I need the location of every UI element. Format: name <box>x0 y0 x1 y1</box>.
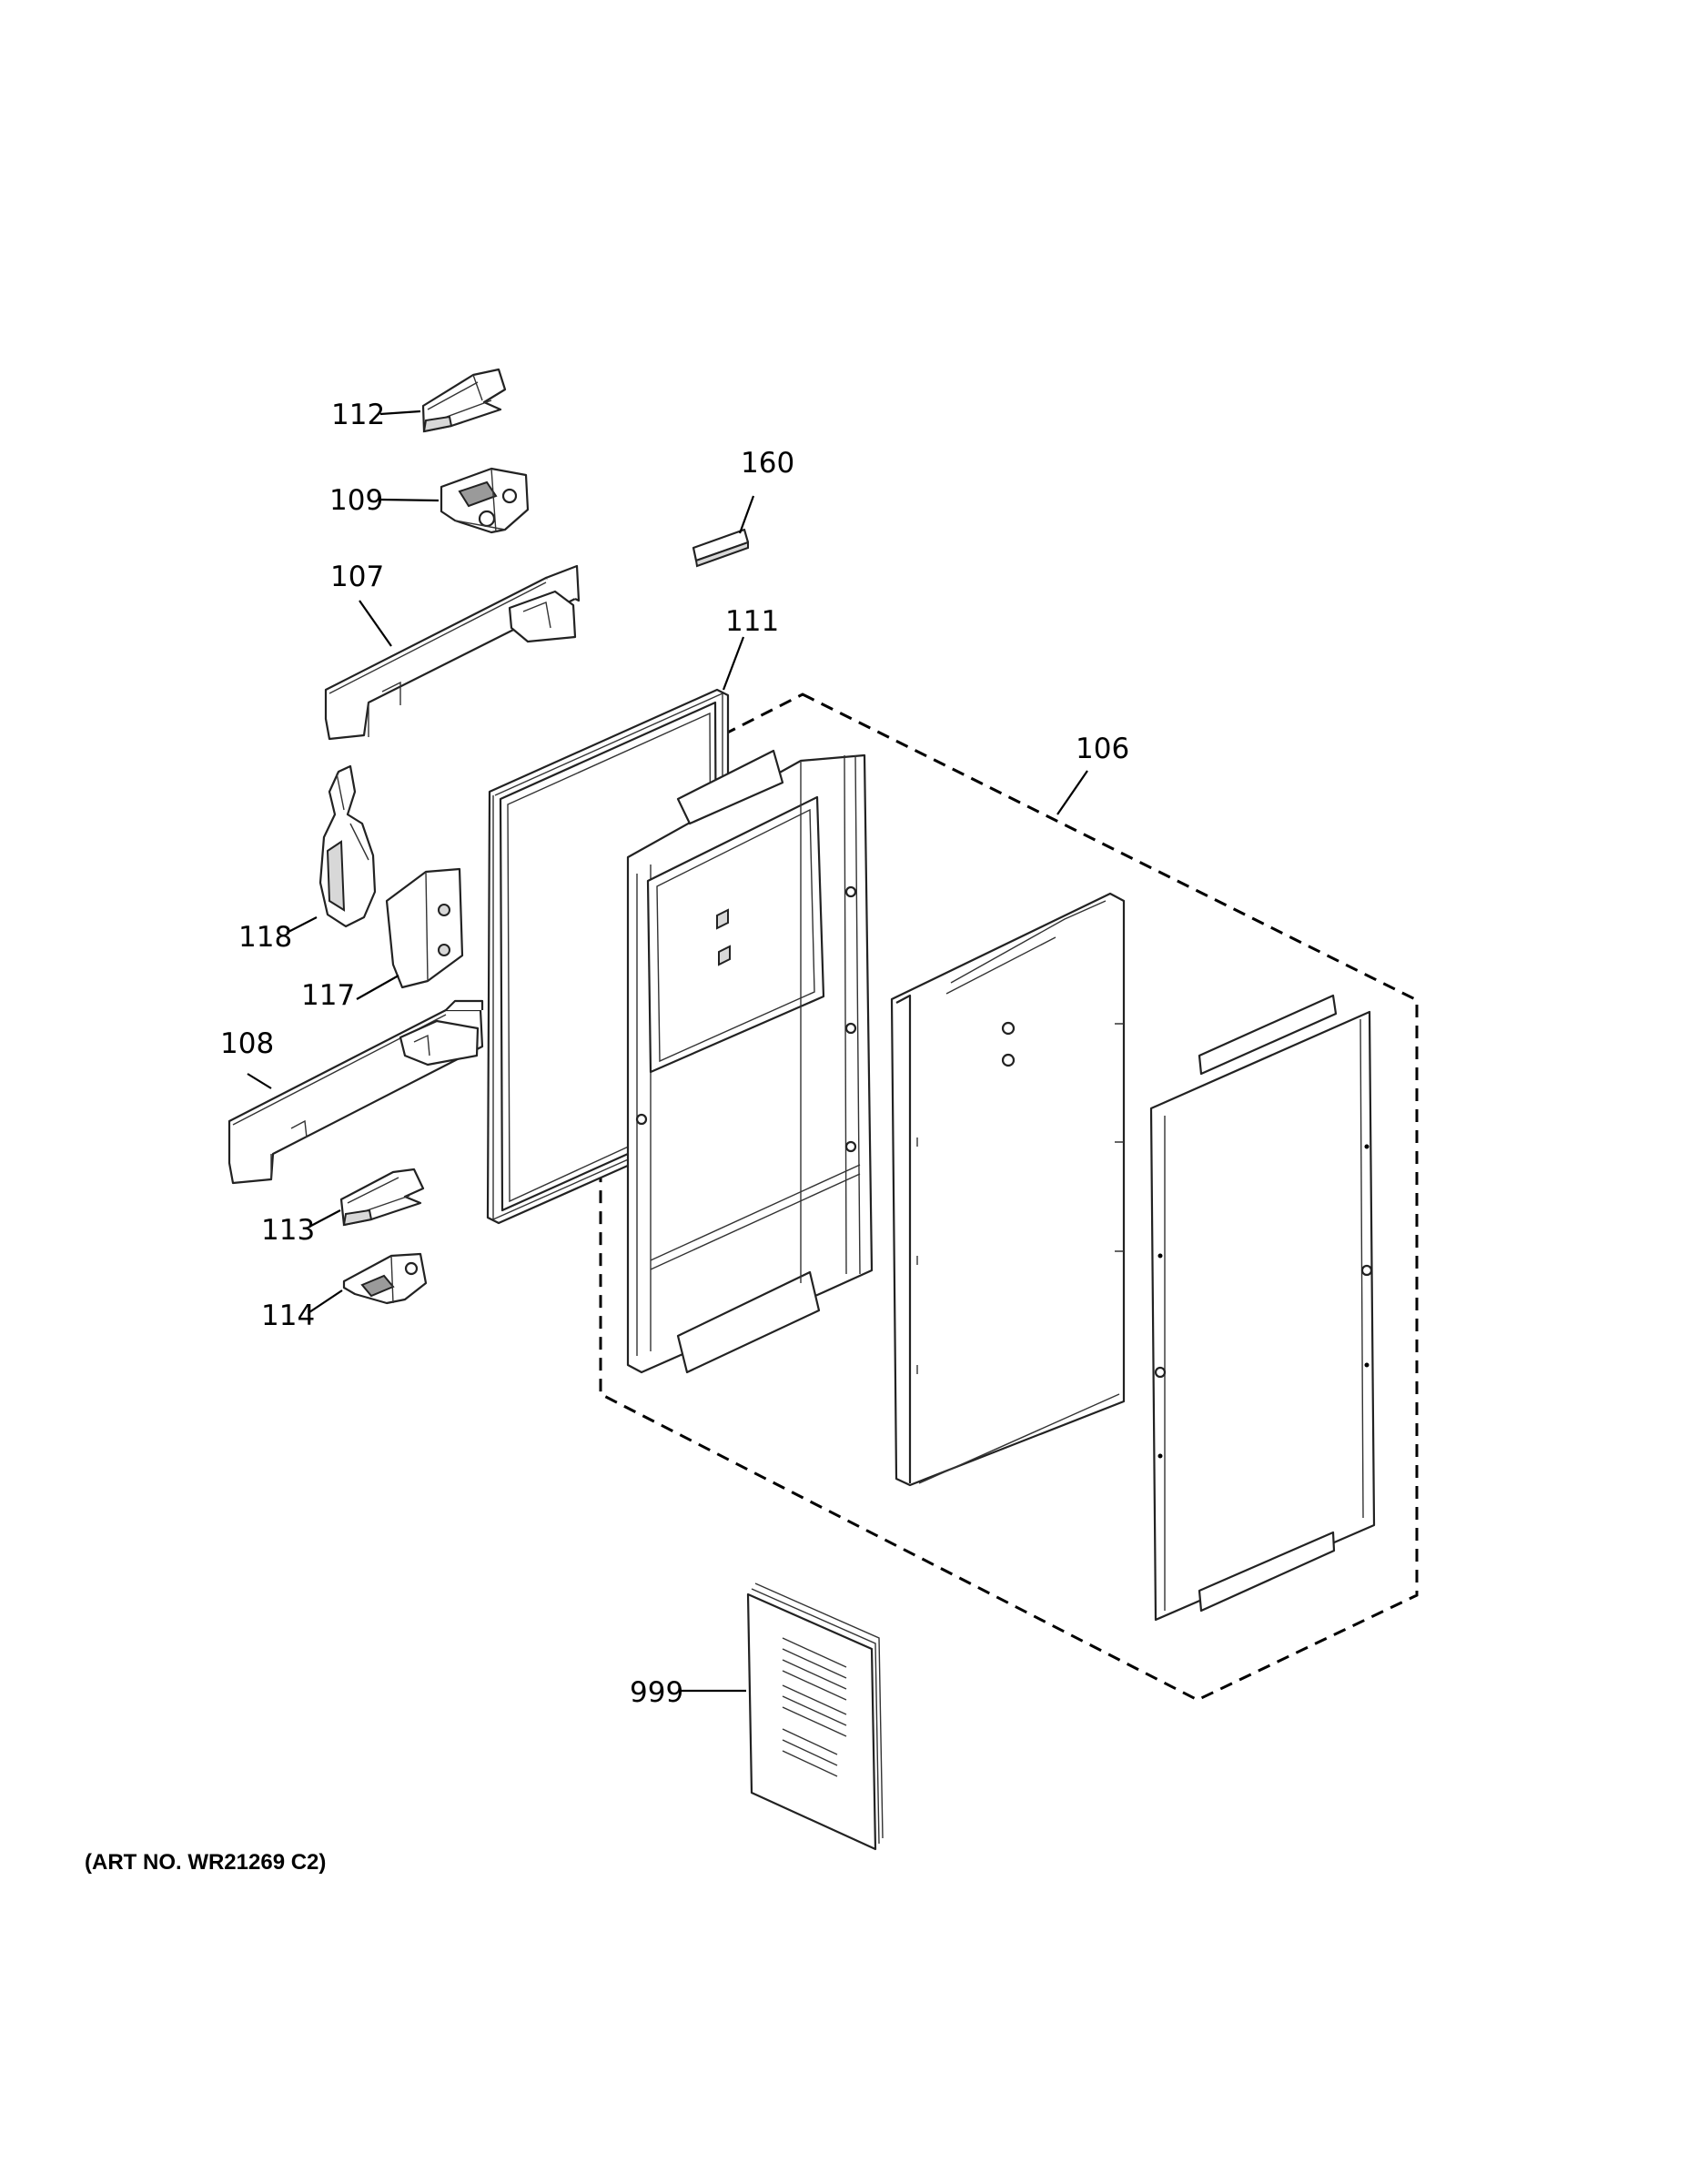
label-117: 117 <box>301 979 355 1012</box>
part-labels: 112 109 160 107 111 106 118 117 108 113 … <box>220 399 1129 1709</box>
part-106-back-panel[interactable] <box>1149 994 1376 1622</box>
part-107-top-trim[interactable] <box>324 564 581 741</box>
part-117-scoop-holder[interactable] <box>385 867 464 989</box>
label-106: 106 <box>1076 733 1129 765</box>
part-109-hinge[interactable] <box>440 467 530 534</box>
part-114-hinge[interactable] <box>342 1252 428 1305</box>
part-118-ice-scoop[interactable] <box>318 764 377 928</box>
label-109: 109 <box>329 484 383 517</box>
label-118: 118 <box>238 921 292 954</box>
part-160-label-plate[interactable] <box>692 528 750 568</box>
label-999: 999 <box>630 1676 683 1709</box>
leader-lines <box>247 410 1088 1693</box>
label-107: 107 <box>330 561 384 593</box>
part-112-hinge-cover[interactable] <box>421 368 507 433</box>
label-112: 112 <box>331 399 385 431</box>
part-113-hinge-cover[interactable] <box>339 1168 425 1227</box>
label-113: 113 <box>261 1214 315 1247</box>
art-number-caption: (ART NO. WR21269 C2) <box>85 1850 327 1875</box>
label-160: 160 <box>741 447 794 480</box>
label-108: 108 <box>220 1027 274 1060</box>
label-111: 111 <box>725 605 779 638</box>
part-108-bottom-trim[interactable] <box>227 999 484 1185</box>
label-114: 114 <box>261 1299 315 1332</box>
part-106-inner-door-frame[interactable] <box>626 749 874 1374</box>
part-999-literature[interactable] <box>746 1582 884 1851</box>
part-106-liner-panel[interactable] <box>890 892 1126 1487</box>
